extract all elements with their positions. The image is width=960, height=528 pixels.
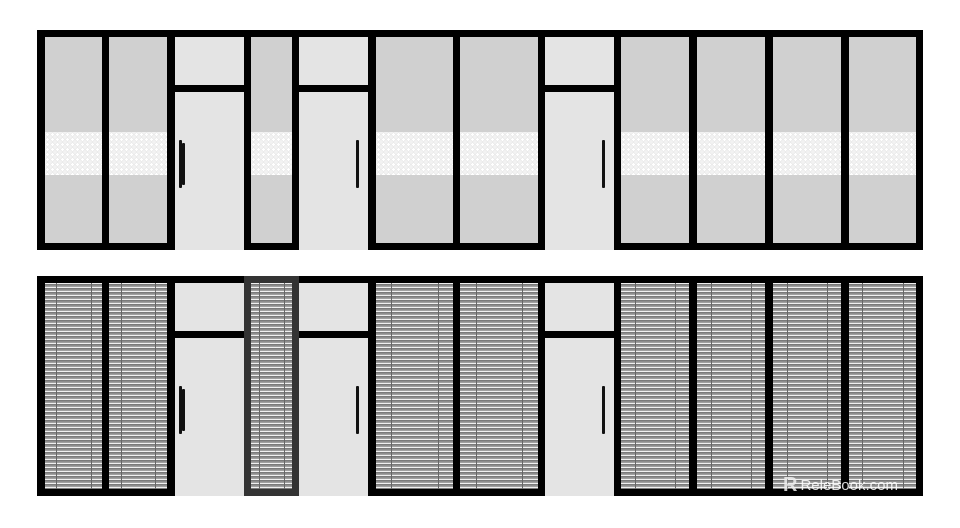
- glass-panel: [773, 37, 841, 243]
- door-panel[interactable]: [175, 338, 244, 496]
- glass-panel: [460, 283, 538, 489]
- handle-bracket: [179, 150, 184, 152]
- blind-cord: [787, 283, 788, 489]
- blind-cord: [635, 283, 636, 489]
- glass-panel: [109, 37, 167, 243]
- frosted-band: [109, 132, 167, 175]
- door-handle-icon: [356, 140, 359, 188]
- frosted-band: [460, 132, 538, 175]
- blind-cord: [56, 283, 57, 489]
- glass-panel: [251, 283, 292, 489]
- glass-panel: [376, 37, 453, 243]
- frosted-band: [849, 132, 916, 175]
- door-panel[interactable]: [545, 92, 614, 250]
- transom-panel: [299, 283, 368, 331]
- glass-panel: [45, 283, 102, 489]
- blind-cord: [862, 283, 863, 489]
- watermark-text: ReleBook.com: [800, 477, 898, 494]
- transom-panel: [299, 37, 368, 85]
- blind-cord: [391, 283, 392, 489]
- frosted-band: [45, 132, 102, 175]
- glass-panel: [621, 37, 689, 243]
- door-handle-icon: [179, 386, 182, 434]
- door-panel[interactable]: [299, 92, 368, 250]
- door-panel[interactable]: [545, 338, 614, 496]
- transom-panel: [175, 283, 244, 331]
- blind-cord: [438, 283, 439, 489]
- frosted-band: [773, 132, 841, 175]
- blind-cord: [751, 283, 752, 489]
- glass-panel: [849, 37, 916, 243]
- transom-panel: [545, 37, 614, 85]
- blind-cord: [827, 283, 828, 489]
- blind-cord: [121, 283, 122, 489]
- glass-panel: [697, 283, 765, 489]
- blind-cord: [711, 283, 712, 489]
- door-handle-icon: [182, 389, 185, 431]
- elevation-frosted: [37, 30, 923, 250]
- door-panel[interactable]: [175, 92, 244, 250]
- door-panel[interactable]: [299, 338, 368, 496]
- glass-panel: [621, 283, 689, 489]
- glass-panel: [773, 283, 841, 489]
- frosted-band: [376, 132, 453, 175]
- handle-bracket: [179, 396, 184, 398]
- glass-panel: [376, 283, 453, 489]
- glass-panel: [109, 283, 167, 489]
- glass-panel: [251, 37, 292, 243]
- blind-cord: [91, 283, 92, 489]
- elevation-blinds: [37, 276, 923, 496]
- door-handle-icon: [179, 140, 182, 188]
- blind-cord: [522, 283, 523, 489]
- frosted-band: [251, 132, 292, 175]
- frosted-band: [621, 132, 689, 175]
- glass-panel: [45, 37, 102, 243]
- blind-cord: [259, 283, 260, 489]
- transom-panel: [175, 37, 244, 85]
- blind-cord: [155, 283, 156, 489]
- watermark-logo-icon: R: [783, 474, 798, 496]
- door-handle-icon: [602, 140, 605, 188]
- blind-cord: [284, 283, 285, 489]
- blind-cord: [675, 283, 676, 489]
- blind-cord: [903, 283, 904, 489]
- handle-bracket: [179, 176, 184, 178]
- transom-panel: [545, 283, 614, 331]
- door-handle-icon: [356, 386, 359, 434]
- door-handle-icon: [182, 143, 185, 185]
- watermark: R ReleBook.com: [783, 474, 898, 497]
- glass-panel: [460, 37, 538, 243]
- blind-cord: [476, 283, 477, 489]
- frosted-band: [697, 132, 765, 175]
- handle-bracket: [179, 422, 184, 424]
- glass-panel: [697, 37, 765, 243]
- door-handle-icon: [602, 386, 605, 434]
- glass-panel: [849, 283, 916, 489]
